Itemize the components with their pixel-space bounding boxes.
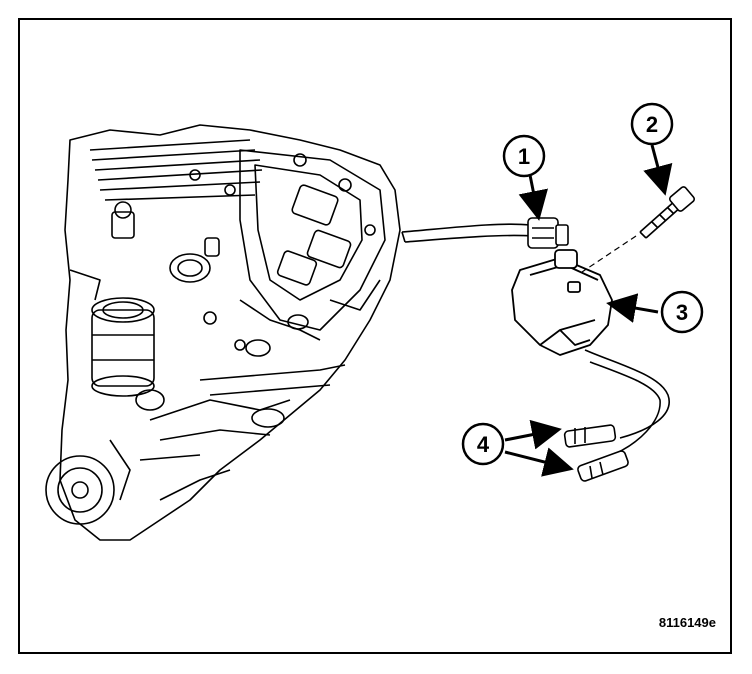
- leader-4b: [504, 447, 574, 477]
- sensor-plugs: [563, 424, 629, 482]
- engine-block: [45, 124, 401, 541]
- callout-1: 1: [502, 134, 546, 178]
- leader-1: [518, 174, 549, 221]
- leader-2: [643, 144, 673, 196]
- callout-1-label: 1: [518, 144, 530, 169]
- bolt-alignment-line: [581, 235, 637, 273]
- callout-2: 2: [630, 102, 674, 146]
- sensor-leads: [584, 349, 670, 459]
- leader-3: [606, 293, 659, 323]
- knock-sensor-body: [511, 249, 613, 356]
- leader-4a: [504, 419, 562, 450]
- callout-3: 3: [660, 290, 704, 334]
- callout-4: 4: [461, 422, 505, 466]
- callout-leaders: [504, 144, 673, 477]
- mounting-bolt: [639, 186, 696, 239]
- callout-3-label: 3: [676, 300, 688, 325]
- callout-2-label: 2: [646, 112, 658, 137]
- wiring-harness: [401, 223, 533, 243]
- figure-frame: [18, 18, 732, 654]
- callout-4-label: 4: [477, 432, 490, 457]
- figure-id-label: 8116149e: [658, 615, 716, 630]
- electrical-connector: [527, 217, 569, 249]
